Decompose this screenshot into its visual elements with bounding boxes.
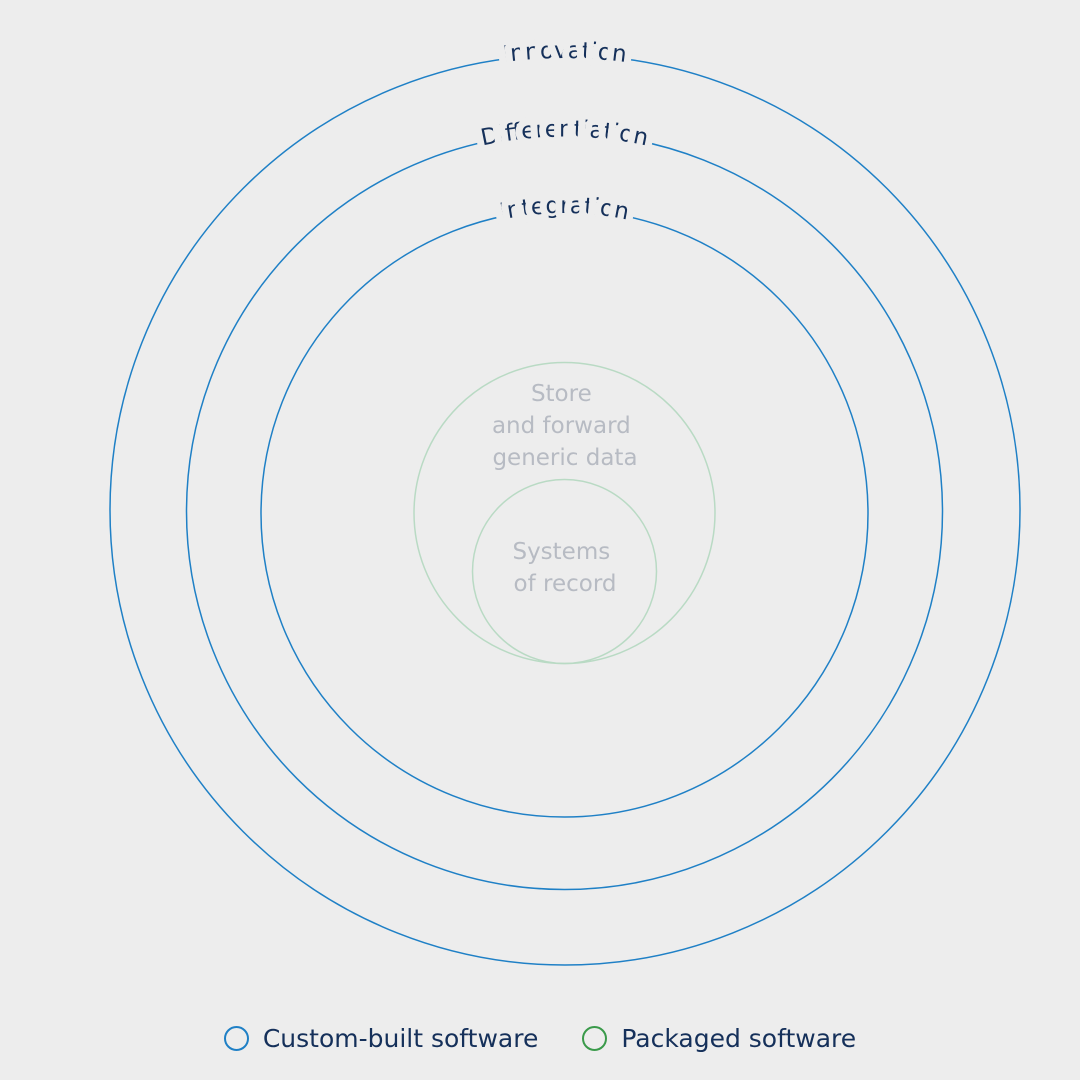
legend-label: Custom-built software xyxy=(262,1024,539,1053)
legend: Custom-built software Packaged software xyxy=(0,1024,1080,1053)
ring-label: Differentiation xyxy=(479,116,651,151)
circle-store-and-forward xyxy=(413,361,716,665)
circle-systems-of-record xyxy=(471,478,658,665)
systems-of-record-label: Systems of record xyxy=(512,539,617,597)
ring-label: Integration xyxy=(498,193,632,226)
ring-integration xyxy=(260,209,869,818)
green-circle-icon xyxy=(582,1026,608,1051)
legend-label: Packaged software xyxy=(621,1024,857,1053)
blue-circle-icon xyxy=(223,1026,249,1051)
ring-label: Innovation xyxy=(502,38,628,68)
ring-differentiation xyxy=(185,132,944,891)
legend-item-custom: Custom-built software xyxy=(223,1024,539,1053)
store-forward-label: Store and forward generic data xyxy=(492,381,638,471)
legend-item-packaged: Packaged software xyxy=(582,1024,856,1053)
ring-innovation xyxy=(109,54,1021,966)
